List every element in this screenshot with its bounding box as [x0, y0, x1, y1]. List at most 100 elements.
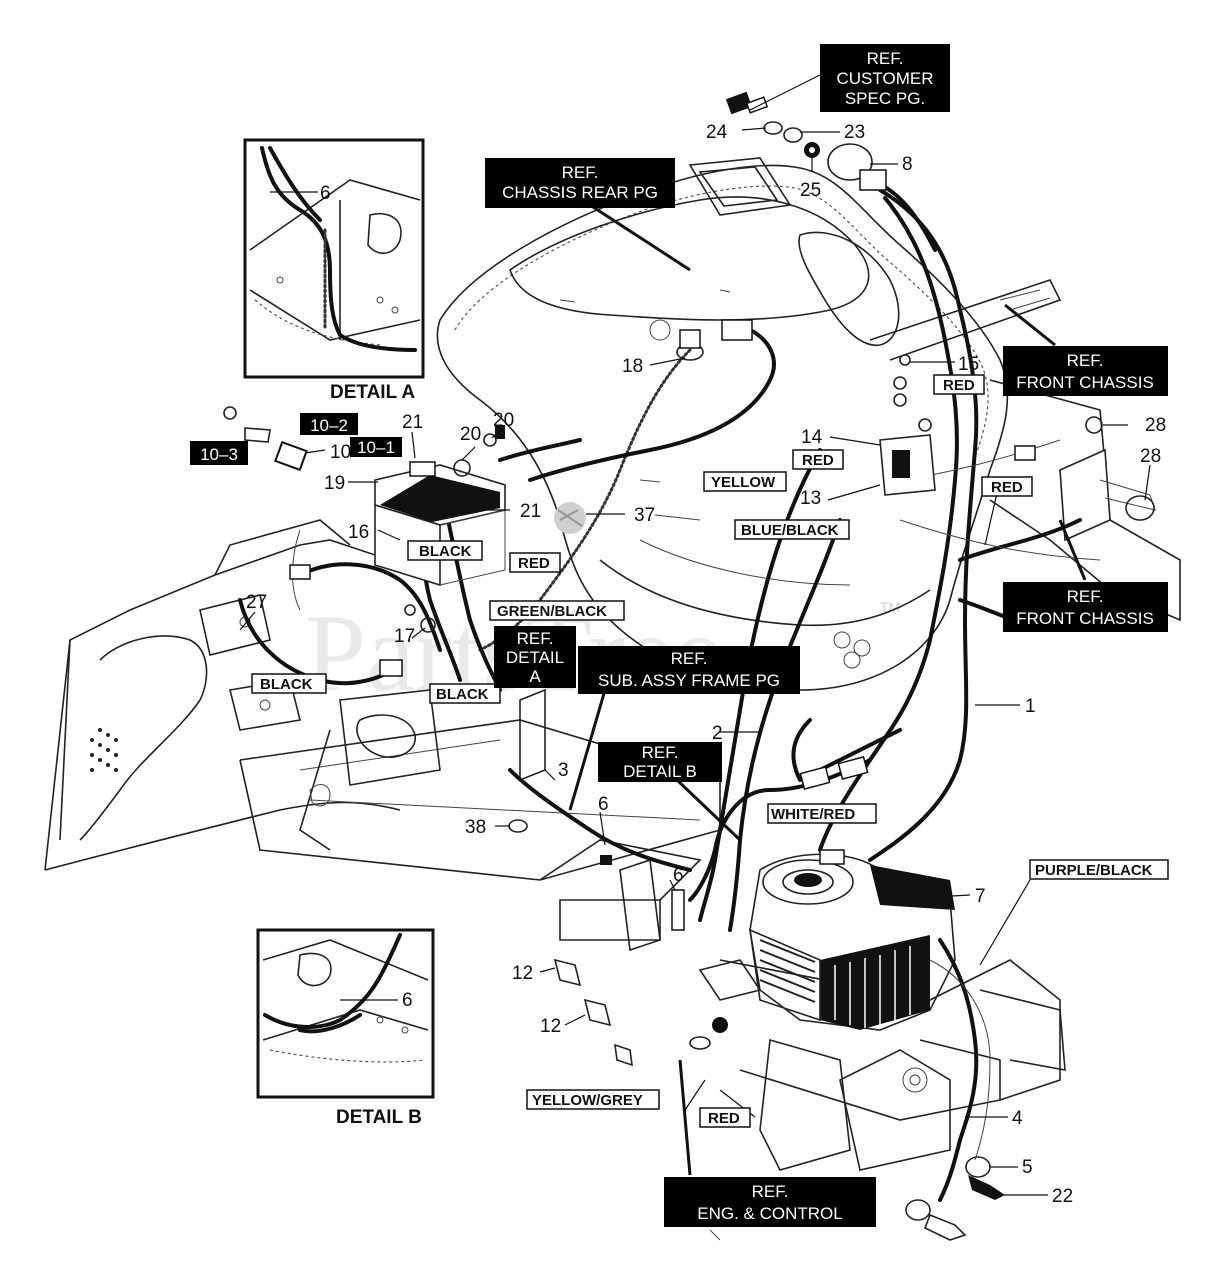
callout-16: 16	[348, 522, 369, 543]
callout-37: 37	[634, 505, 655, 526]
wire-label-green-black: GREEN/BLACK	[489, 600, 625, 621]
detail-b-title: DETAIL B	[336, 1107, 422, 1128]
wire-label-red-37: RED	[509, 552, 561, 573]
terminal-tags: 10–2 10–1 10–3	[190, 413, 402, 465]
callout-22: 22	[1052, 1186, 1073, 1207]
callout-6: 6	[320, 183, 331, 204]
callout-18: 18	[622, 356, 643, 377]
callout-12-lower: 12	[540, 1016, 561, 1037]
callout-38: 38	[465, 817, 486, 838]
callout-19: 19	[324, 473, 345, 494]
svg-text:CHASSIS REAR PG: CHASSIS REAR PG	[502, 183, 658, 202]
svg-text:REF.: REF.	[867, 49, 904, 68]
tag-10-3: 10–3	[200, 445, 238, 464]
detail-a-title: DETAIL A	[330, 382, 415, 403]
wire-label-black-27: BLACK	[251, 673, 327, 694]
callout-17: 17	[394, 626, 415, 647]
svg-text:REF.: REF.	[562, 163, 599, 182]
svg-text:BLACK: BLACK	[436, 686, 489, 703]
reference-boxes: REF. CUSTOMER SPEC PG. REF. CHASSIS REAR…	[485, 44, 1168, 1227]
svg-text:GREEN/BLACK: GREEN/BLACK	[497, 603, 607, 620]
detail-a-inset	[243, 138, 425, 379]
wire-label-blue-black: BLUE/BLACK	[734, 519, 850, 540]
svg-text:YELLOW/GREY: YELLOW/GREY	[532, 1092, 643, 1109]
wire-label-red-bottom: RED	[699, 1107, 751, 1128]
svg-text:SPEC PG.: SPEC PG.	[845, 89, 925, 108]
svg-text:DETAIL B: DETAIL B	[623, 762, 697, 781]
wire-label-yellow: YELLOW	[703, 471, 787, 492]
callout-24: 24	[706, 122, 728, 143]
callout-7: 7	[975, 886, 986, 907]
callout-6-detail-b: 6	[402, 990, 413, 1011]
ref-front-chassis-upper: REF. FRONT CHASSIS	[1003, 346, 1168, 396]
svg-text:PURPLE/BLACK: PURPLE/BLACK	[1035, 862, 1153, 879]
callout-3: 3	[558, 760, 569, 781]
svg-text:REF.: REF.	[642, 743, 679, 762]
watermark-tm: TM	[880, 599, 900, 615]
callout-23: 23	[844, 122, 865, 143]
callout-28-lower: 28	[1140, 446, 1161, 467]
svg-text:SUB. ASSY FRAME PG: SUB. ASSY FRAME PG	[598, 671, 780, 690]
svg-text:RED: RED	[708, 1110, 740, 1127]
svg-text:BLACK: BLACK	[419, 543, 472, 560]
callout-8: 8	[902, 154, 913, 175]
ref-customer-spec: REF. CUSTOMER SPEC PG.	[820, 44, 950, 112]
callout-6-frame: 6	[598, 794, 609, 815]
svg-text:WHITE/RED: WHITE/RED	[771, 806, 855, 823]
tag-10-2: 10–2	[310, 416, 348, 435]
callout-numbers: 6 24 23 8 25 18 15 28 28 14 13 21 20 20 …	[246, 122, 1166, 1207]
svg-text:RED: RED	[518, 555, 550, 572]
svg-text:BLACK: BLACK	[260, 676, 313, 693]
svg-text:REF.: REF.	[752, 1182, 789, 1201]
callout-25: 25	[800, 180, 821, 201]
callout-13: 13	[800, 488, 821, 509]
svg-text:REF.: REF.	[1067, 587, 1104, 606]
vent-pattern	[90, 728, 118, 772]
svg-text:BLUE/BLACK: BLUE/BLACK	[741, 522, 839, 539]
svg-text:YELLOW: YELLOW	[711, 474, 776, 491]
callout-20-left: 20	[460, 424, 481, 445]
ref-front-chassis-lower: REF. FRONT CHASSIS	[1003, 582, 1168, 632]
wire-label-red-front: RED	[981, 476, 1033, 497]
wire-label-purple-black: PURPLE/BLACK	[1029, 859, 1169, 880]
callout-2: 2	[712, 723, 723, 744]
callout-21-lower: 21	[520, 501, 541, 522]
wire-label-red-14: RED	[792, 449, 844, 470]
ref-chassis-rear: REF. CHASSIS REAR PG	[485, 158, 675, 208]
callout-20-right: 20	[493, 410, 514, 431]
svg-text:RED: RED	[991, 479, 1023, 496]
callout-14: 14	[801, 427, 823, 448]
wire-label-white-red: WHITE/RED	[767, 803, 877, 824]
engine-illustration	[689, 853, 956, 1050]
callout-4: 4	[1012, 1108, 1023, 1129]
callout-12-upper: 12	[512, 963, 533, 984]
wire-label-yellow-grey: YELLOW/GREY	[526, 1089, 660, 1110]
wire-label-black-17: BLACK	[429, 683, 501, 704]
callout-5: 5	[1022, 1157, 1033, 1178]
svg-text:REF.: REF.	[517, 629, 554, 648]
callout-28-upper: 28	[1145, 415, 1166, 436]
callout-6-bracket: 6	[673, 865, 684, 886]
callout-15: 15	[958, 354, 979, 375]
svg-text:A: A	[529, 667, 541, 686]
callout-10: 10	[330, 442, 351, 463]
leader-lines	[239, 74, 1151, 1196]
svg-text:RED: RED	[802, 452, 834, 469]
svg-text:FRONT CHASSIS: FRONT CHASSIS	[1016, 609, 1154, 628]
wire-color-labels: RED RED YELLOW RED BLUE/BLACK BLACK RED	[251, 374, 1169, 1128]
svg-text:REF.: REF.	[1067, 351, 1104, 370]
callout-27: 27	[246, 592, 267, 613]
ref-detail-a: REF. DETAIL A	[494, 626, 576, 688]
wire-label-red-15: RED	[933, 374, 985, 395]
ref-detail-b: REF. DETAIL B	[598, 742, 722, 782]
callout-21-upper: 21	[402, 412, 423, 433]
detail-b-inset	[256, 928, 435, 1099]
ref-eng-control: REF. ENG. & CONTROL	[664, 1177, 876, 1227]
svg-text:RED: RED	[943, 377, 975, 394]
wire-label-black-16: BLACK	[407, 540, 483, 561]
svg-text:REF.: REF.	[671, 649, 708, 668]
tag-10-1: 10–1	[357, 438, 395, 457]
svg-text:DETAIL: DETAIL	[506, 648, 564, 667]
svg-text:CUSTOMER: CUSTOMER	[837, 69, 934, 88]
